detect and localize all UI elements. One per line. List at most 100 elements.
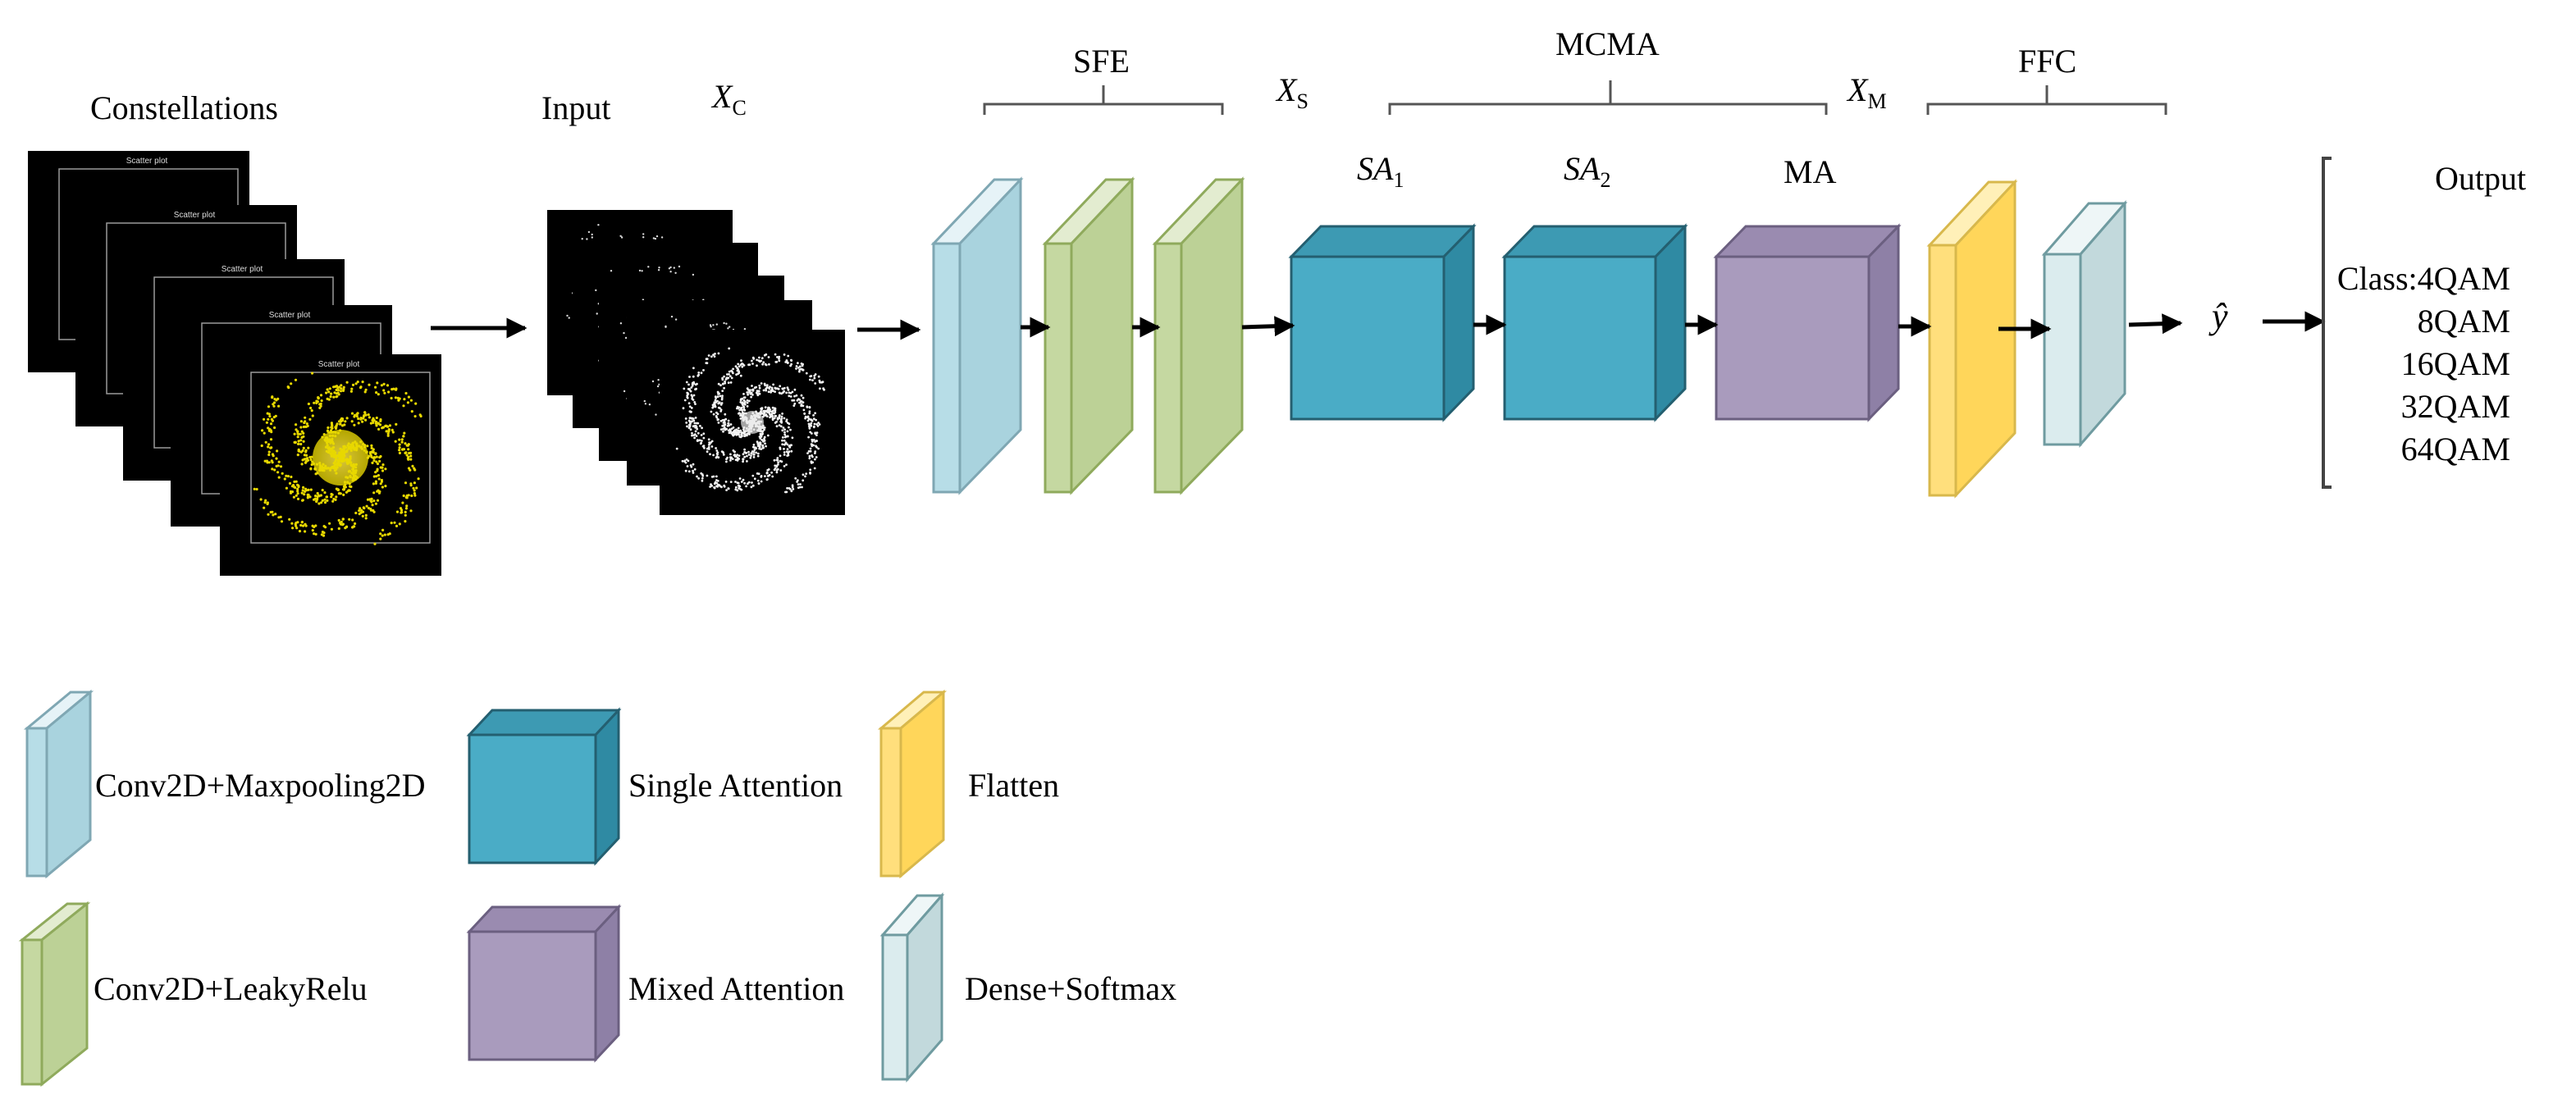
scatter-point xyxy=(763,437,765,440)
scatter-point xyxy=(807,417,811,421)
scatter-point xyxy=(382,389,386,392)
scatter-point xyxy=(751,385,753,387)
scatter-point xyxy=(798,399,802,401)
scatter-point xyxy=(755,451,758,454)
scatter-point xyxy=(769,413,771,416)
arrow-dense-to-yhat xyxy=(2128,313,2183,335)
scatter-point xyxy=(727,376,730,380)
scatter-point xyxy=(380,466,384,469)
scatter-point xyxy=(721,424,724,427)
scatter-point xyxy=(688,417,692,420)
scatter-point xyxy=(355,445,359,449)
scatter-point xyxy=(724,380,726,383)
scatter-point xyxy=(387,429,391,432)
scatter-point xyxy=(311,414,314,417)
scatter-point xyxy=(675,447,678,450)
scatter-point xyxy=(684,469,687,472)
scatter-point xyxy=(339,429,342,432)
scatter-point xyxy=(308,417,312,421)
scatter-point xyxy=(347,470,350,473)
scatter-point xyxy=(404,513,407,517)
scatter-point xyxy=(331,437,334,440)
scatter-point xyxy=(690,407,693,409)
scatter-point xyxy=(332,454,336,457)
scatter-point xyxy=(328,438,331,441)
scatter-point xyxy=(800,404,803,408)
scatter-point xyxy=(797,479,799,482)
scatter-point xyxy=(779,454,782,458)
scatter-point xyxy=(734,458,738,462)
flow-arrows xyxy=(431,311,2326,340)
scatter-point xyxy=(778,391,781,394)
scatter-point xyxy=(731,370,733,373)
scatter-point xyxy=(772,383,774,386)
scatter-point xyxy=(384,424,388,427)
scatter-point xyxy=(296,430,299,433)
scatter-point xyxy=(665,326,667,328)
scatter-point xyxy=(365,450,368,454)
scatter-point xyxy=(322,433,326,436)
scatter-point xyxy=(345,417,349,420)
scatter-point xyxy=(786,430,789,433)
single-attention-block-2 xyxy=(1501,223,1688,422)
scatter-point xyxy=(733,431,736,435)
scatter-point xyxy=(330,422,333,425)
scatter-point xyxy=(253,487,256,490)
scatter-point xyxy=(339,422,342,426)
dense-softmax-layer xyxy=(2041,199,2128,449)
scatter-point xyxy=(595,289,597,292)
scatter-point xyxy=(750,454,752,457)
scatter-point xyxy=(339,454,342,458)
scatter-point xyxy=(738,412,741,414)
scatter-point xyxy=(267,426,270,430)
scatter-point xyxy=(322,531,326,535)
scatter-point xyxy=(347,442,350,445)
scatter-point xyxy=(753,477,756,481)
scatter-point xyxy=(351,518,354,522)
scatter-point xyxy=(315,399,318,403)
scatter-point xyxy=(352,478,355,481)
scatter-point xyxy=(817,422,820,424)
scatter-point xyxy=(784,361,788,363)
scatter-point xyxy=(814,412,816,415)
scatter-point xyxy=(782,426,785,429)
scatter-point xyxy=(386,384,390,387)
scatter-point xyxy=(376,462,380,466)
scatter-point xyxy=(326,444,329,447)
scatter-point xyxy=(411,464,414,468)
conv2d-leakyrelu-layer-1 xyxy=(1042,176,1135,495)
scatter-point xyxy=(330,453,333,456)
scatter-point xyxy=(395,524,399,528)
scatter-point xyxy=(798,401,801,404)
scatter-point xyxy=(703,446,706,449)
scatter-point xyxy=(693,467,697,471)
scatter-point xyxy=(815,445,818,449)
scatter-point xyxy=(776,457,779,459)
scatter-point xyxy=(764,414,767,417)
scatter-point xyxy=(386,434,390,437)
scatter-point xyxy=(325,495,329,499)
scatter-point xyxy=(722,430,724,433)
scatter-point xyxy=(307,446,310,449)
scatter-point xyxy=(326,397,329,400)
legend-conv-pool-icon xyxy=(23,689,94,879)
scatter-point xyxy=(395,387,398,390)
scatter-point xyxy=(765,415,769,418)
scatter-point xyxy=(372,482,375,486)
scatter-point xyxy=(694,426,697,429)
scatter-point xyxy=(692,273,695,276)
scatter-point xyxy=(724,428,727,431)
scatter-point xyxy=(773,417,776,420)
scatter-point xyxy=(306,457,309,460)
scatter-point xyxy=(806,405,809,408)
scatter-point xyxy=(376,467,379,471)
scatter-point xyxy=(402,404,405,408)
scatter-point xyxy=(689,428,692,431)
scatter-point xyxy=(377,427,381,431)
scatter-point xyxy=(379,532,382,536)
scatter-point xyxy=(765,353,768,356)
scatter-point xyxy=(763,382,766,385)
scatter-point xyxy=(758,447,760,450)
scatter-point xyxy=(715,452,719,455)
sa1-label: SA1 xyxy=(1357,150,1404,192)
